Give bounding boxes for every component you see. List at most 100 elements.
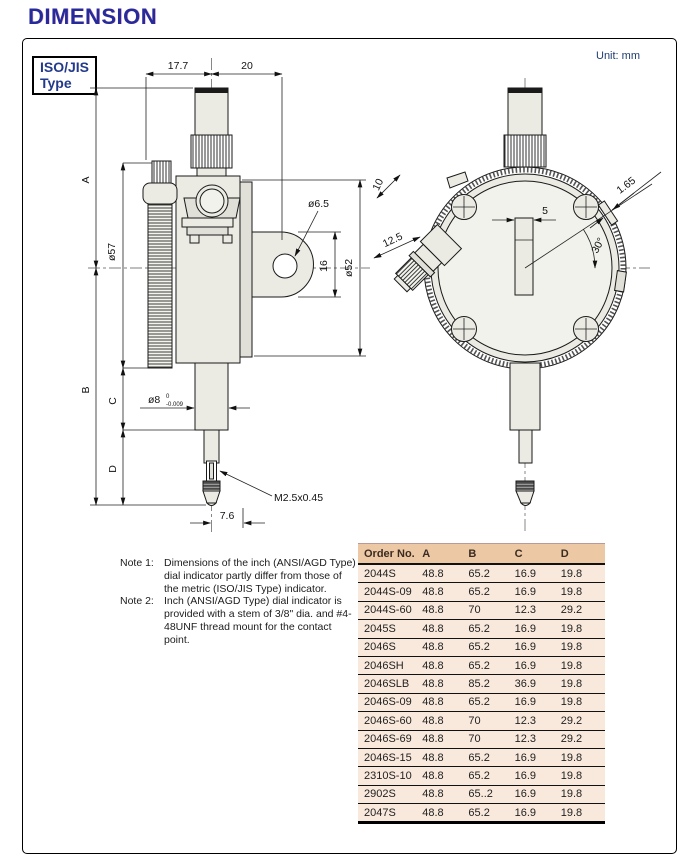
order-no-cell: 2046S-15 (358, 748, 421, 768)
note-text-1: Dimensions of the inch (ANSI/AGD Type) d… (164, 557, 356, 595)
dim-value-cell: 16.9 (512, 638, 559, 657)
dim-value-cell: 48.8 (420, 601, 467, 621)
dim-stem-dia: ø8 (148, 394, 160, 406)
dim-value-cell: 48.8 (420, 730, 467, 749)
dim-value-cell: 19.8 (558, 638, 605, 657)
bezel-clamp-knob (393, 223, 463, 293)
type-label-line2: Type (40, 75, 72, 92)
dim-value-cell: 70 (466, 711, 513, 731)
dim-value-cell: 85.2 (466, 674, 513, 694)
dim-value-cell: 65.2 (466, 638, 513, 657)
dim-value-cell: 16.9 (512, 582, 559, 602)
type-label-box: ISO/JIS Type (32, 56, 98, 96)
dim-value-cell: 19.8 (558, 564, 605, 584)
col-header-a: A (420, 543, 467, 565)
dim-value-cell: 19.8 (558, 803, 605, 824)
dim-20: 20 (241, 60, 253, 72)
dim-value-cell: 29.2 (558, 711, 605, 731)
note-text-2: Inch (ANSI/AGD Type) dial indicator is p… (164, 595, 352, 646)
order-no-cell: 2046S-60 (358, 711, 421, 731)
col-header-d: D (558, 543, 605, 565)
dim-value-cell: 48.8 (420, 564, 467, 584)
dim-value-cell: 36.9 (512, 674, 559, 694)
dim-value-cell: 65.2 (466, 693, 513, 713)
dim-value-cell: 48.8 (420, 693, 467, 713)
dim-value-cell: 19.8 (558, 748, 605, 768)
order-no-cell: 2044S-60 (358, 601, 421, 621)
dim-value-cell: 16.9 (512, 766, 559, 786)
dim-value-cell: 48.8 (420, 674, 467, 694)
dim-value-cell: 70 (466, 730, 513, 749)
order-no-cell: 2046SH (358, 656, 421, 676)
type-label-line1: ISO/JIS (40, 59, 90, 75)
dim-value-cell: 19.8 (558, 674, 605, 694)
dim-value-cell: 65.2 (466, 619, 513, 639)
dim-thread: M2.5x0.45 (274, 492, 323, 504)
dim-value-cell: 48.8 (420, 803, 467, 824)
dim-stem-tol-upper: 0 (166, 394, 170, 400)
dim-value-cell: 65.2 (466, 656, 513, 676)
bezel-screw (451, 194, 477, 220)
dim-value-cell: 65.2 (466, 766, 513, 786)
note-label-1: Note 1: (120, 557, 154, 569)
dim-value-cell: 29.2 (558, 601, 605, 621)
side-view: 17.7 20 A B ø57 C D ø8 0 -0.009 ø52 (80, 58, 370, 532)
dim-value-cell: 65.2 (466, 564, 513, 584)
dim-value-cell: 12.3 (512, 711, 559, 731)
dim-stem-tol-lower: -0.009 (166, 402, 184, 408)
order-no-cell: 2044S-09 (358, 582, 421, 602)
dim-value-cell: 12.3 (512, 601, 559, 621)
dim-c: C (107, 397, 119, 405)
col-header-b: B (466, 543, 513, 565)
dim-value-cell: 65.2 (466, 582, 513, 602)
bezel-screw (573, 194, 599, 220)
dim-value-cell: 16.9 (512, 748, 559, 768)
order-no-cell: 2046S (358, 638, 421, 657)
dim-a: A (80, 176, 92, 183)
notes-list: Note 1: Dimensions of the inch (ANSI/AGD … (120, 557, 358, 647)
dim-value-cell: 70 (466, 601, 513, 621)
dim-value-cell: 19.8 (558, 785, 605, 805)
dim-value-cell: 65..2 (466, 785, 513, 805)
dim-face-od: ø52 (343, 259, 355, 277)
order-no-cell: 2046SLB (358, 674, 421, 694)
dim-value-cell: 29.2 (558, 730, 605, 749)
dim-value-cell: 48.8 (420, 711, 467, 731)
dim-d: D (107, 465, 119, 473)
dim-value-cell: 16.9 (512, 803, 559, 824)
dim-lug-width: 16 (318, 260, 330, 272)
dim-value-cell: 65.2 (466, 803, 513, 824)
dim-knob-length: 12.5 (381, 230, 405, 250)
order-no-cell: 2902S (358, 785, 421, 805)
dim-value-cell: 48.8 (420, 582, 467, 602)
dim-lug-hole: ø6.5 (308, 198, 329, 210)
dim-value-cell: 16.9 (512, 693, 559, 713)
dim-value-cell: 19.8 (558, 693, 605, 713)
note-label-2: Note 2: (120, 595, 154, 608)
dim-value-cell: 16.9 (512, 785, 559, 805)
front-view: 5 30° 1.65 10 12.5 (370, 78, 662, 532)
dim-value-cell: 16.9 (512, 564, 559, 584)
dim-knob-dia: 10 (370, 177, 386, 193)
bezel-screw (573, 316, 599, 342)
dim-value-cell: 19.8 (558, 766, 605, 786)
dim-dial-od: ø57 (106, 243, 118, 261)
dim-17-7: 17.7 (168, 60, 189, 72)
dim-value-cell: 48.8 (420, 785, 467, 805)
